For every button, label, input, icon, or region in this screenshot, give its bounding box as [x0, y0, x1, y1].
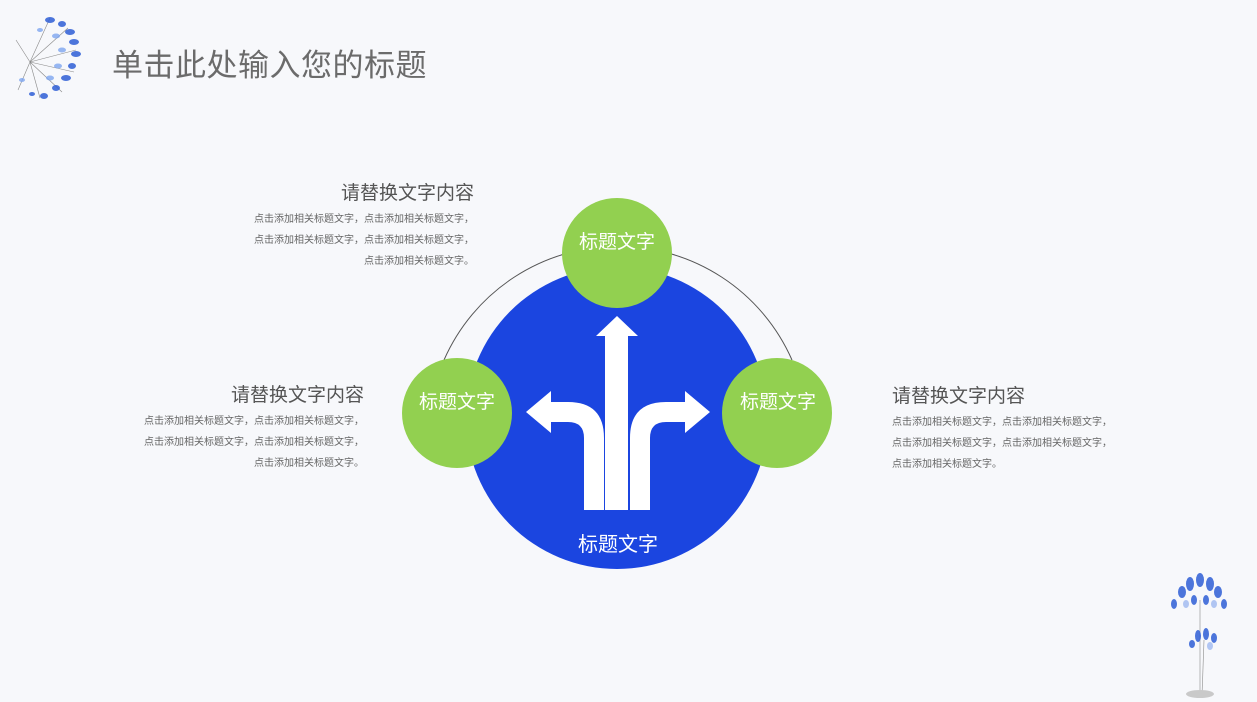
node-circle-left [402, 358, 512, 468]
text-block-left: 请替换文字内容 点击添加相关标题文字，点击添加相关标题文字，点击添加相关标题文字… [140, 380, 364, 474]
node-label-left[interactable]: 标题文字 [418, 391, 495, 413]
text-block-right: 请替换文字内容 点击添加相关标题文字，点击添加相关标题文字，点击添加相关标题文字… [892, 381, 1116, 475]
text-block-body[interactable]: 点击添加相关标题文字，点击添加相关标题文字，点击添加相关标题文字，点击添加相关标… [144, 416, 364, 469]
split-arrows-icon [526, 316, 710, 510]
center-label[interactable]: 标题文字 [578, 532, 658, 556]
text-block-heading[interactable]: 请替换文字内容 [230, 384, 364, 406]
node-label-right[interactable]: 标题文字 [739, 391, 816, 413]
text-block-body[interactable]: 点击添加相关标题文字，点击添加相关标题文字，点击添加相关标题文字，点击添加相关标… [892, 417, 1112, 470]
flower-decoration-top-left [15, 17, 81, 99]
node-circle-top [562, 198, 672, 308]
node-label-top[interactable]: 标题文字 [578, 231, 655, 253]
text-block-top: 请替换文字内容 点击添加相关标题文字，点击添加相关标题文字，点击添加相关标题文字… [250, 178, 474, 272]
text-block-heading[interactable]: 请替换文字内容 [340, 182, 474, 204]
flower-decoration-bottom-right [1171, 573, 1227, 698]
text-block-body[interactable]: 点击添加相关标题文字，点击添加相关标题文字，点击添加相关标题文字，点击添加相关标… [254, 214, 474, 267]
node-circle-right [722, 358, 832, 468]
text-block-heading[interactable]: 请替换文字内容 [892, 385, 1026, 407]
slide-title[interactable]: 单击此处输入您的标题 [112, 48, 427, 84]
